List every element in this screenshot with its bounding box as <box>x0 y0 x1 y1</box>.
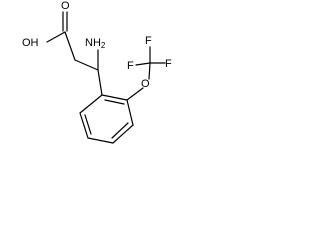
ring-double-1 <box>104 99 125 105</box>
bond-c-ch2 <box>64 31 76 61</box>
carbonyl-oxygen-label: O <box>61 0 70 12</box>
bond-ch-ring <box>97 69 103 96</box>
ring-double-2 <box>111 122 129 139</box>
molecule-structure: OH O NH2 O F F F <box>22 0 172 144</box>
bond-ch2-ch <box>74 59 99 71</box>
bonds <box>46 11 166 144</box>
bond-o-cf3 <box>148 62 151 80</box>
hydroxyl-label: OH <box>22 37 39 49</box>
fluorine-right-label: F <box>165 58 172 70</box>
bond-c-f-top-left <box>135 62 151 66</box>
amine-main-label: NH <box>85 37 101 49</box>
ring-double-3 <box>84 114 92 135</box>
ring-bond-5 <box>79 112 89 139</box>
amine-label: NH2 <box>85 37 106 50</box>
ring-bond-2 <box>126 99 134 126</box>
ether-oxygen-label: O <box>141 78 150 90</box>
fluorine-top-right-label: F <box>145 35 152 47</box>
ring-bond-1 <box>101 94 128 101</box>
atom-labels: OH O NH2 O F F F <box>22 0 172 90</box>
ring-bond-6 <box>79 94 103 114</box>
ring-bond-4 <box>87 137 114 144</box>
fluorine-top-left-label: F <box>127 60 134 72</box>
bond-c-oh <box>46 31 66 43</box>
amine-subscript: 2 <box>101 41 106 50</box>
bond-ring-o <box>126 87 144 101</box>
ring-bond-3 <box>112 124 134 144</box>
